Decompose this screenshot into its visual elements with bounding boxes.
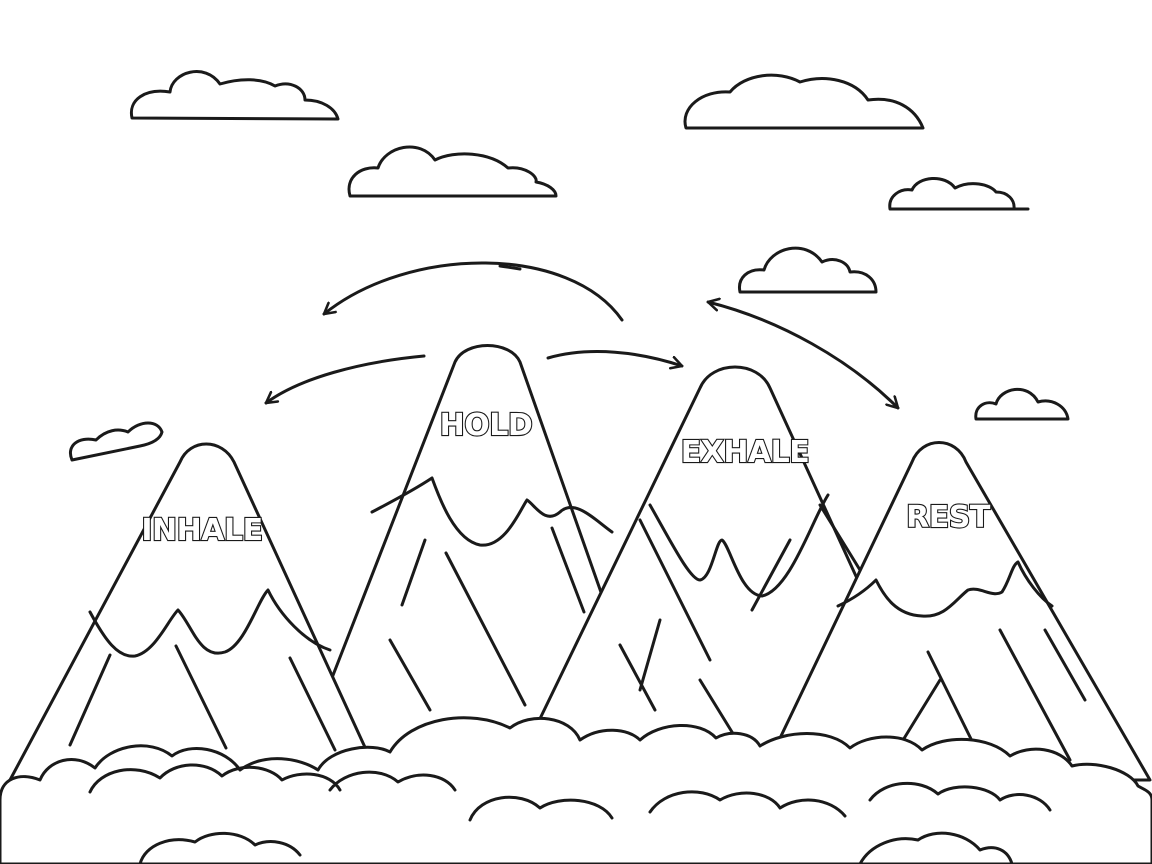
mountain-inhale bbox=[8, 442, 382, 782]
breathing-phase-labels: INHALE HOLD EXHALE REST bbox=[140, 407, 992, 549]
mountain-rest-snowline bbox=[836, 560, 1054, 618]
foreground-cloud-bottom-row bbox=[138, 831, 1014, 864]
mountain-exhale-snowline bbox=[648, 493, 830, 598]
cloud-middle bbox=[347, 145, 558, 198]
mountain-hold-snowline bbox=[370, 476, 614, 547]
mountain-inhale-ridges bbox=[18, 644, 337, 782]
cloud-far-right bbox=[974, 387, 1070, 421]
foreground-clouds bbox=[0, 716, 1152, 864]
arrow-top-to-left bbox=[322, 261, 624, 322]
arrow-exhale-rest-double bbox=[706, 302, 900, 410]
mountain-inhale-snowline bbox=[88, 588, 332, 658]
cloud-far-left bbox=[69, 421, 164, 462]
label-inhale: INHALE bbox=[141, 513, 262, 548]
cloud-right-small bbox=[888, 177, 1030, 211]
foreground-cloud-lower-row bbox=[88, 763, 1052, 822]
arrow-top-right-tip bbox=[498, 264, 522, 271]
sky-clouds bbox=[69, 70, 1070, 462]
mountain-rest bbox=[758, 441, 1152, 782]
label-exhale: EXHALE bbox=[681, 435, 810, 470]
cloud-top-right bbox=[683, 73, 925, 130]
breathing-cycle-arrows bbox=[264, 261, 900, 410]
mountain-exhale-ridges bbox=[618, 503, 862, 747]
cloud-top-left bbox=[129, 70, 340, 121]
mountain-rest-body bbox=[758, 441, 1152, 782]
mountain-rest-ridges bbox=[898, 628, 1087, 762]
arrow-hold-to-inhale bbox=[264, 354, 426, 405]
arrow-hold-to-exhale bbox=[546, 350, 684, 366]
label-hold: HOLD bbox=[440, 408, 533, 443]
label-rest: REST bbox=[906, 500, 991, 535]
foreground-cloud-bank bbox=[0, 716, 1152, 864]
cloud-right-middle bbox=[738, 246, 878, 294]
mountain-inhale-body bbox=[8, 442, 382, 782]
mountain-hold-ridges bbox=[388, 526, 586, 712]
